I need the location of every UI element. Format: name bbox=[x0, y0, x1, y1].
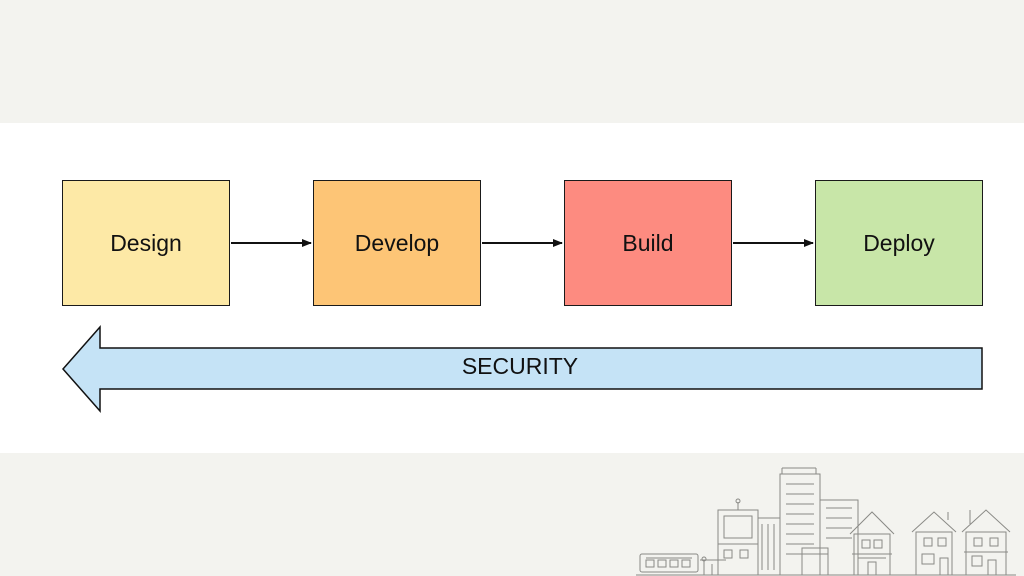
stage-design: Design bbox=[62, 180, 230, 306]
city-skyline-icon bbox=[636, 467, 1016, 576]
stage-develop: Develop bbox=[313, 180, 481, 306]
stage-deploy: Deploy bbox=[815, 180, 983, 306]
security-label: SECURITY bbox=[461, 353, 579, 379]
security-arrow bbox=[62, 325, 983, 413]
stage-build: Build bbox=[564, 180, 732, 306]
